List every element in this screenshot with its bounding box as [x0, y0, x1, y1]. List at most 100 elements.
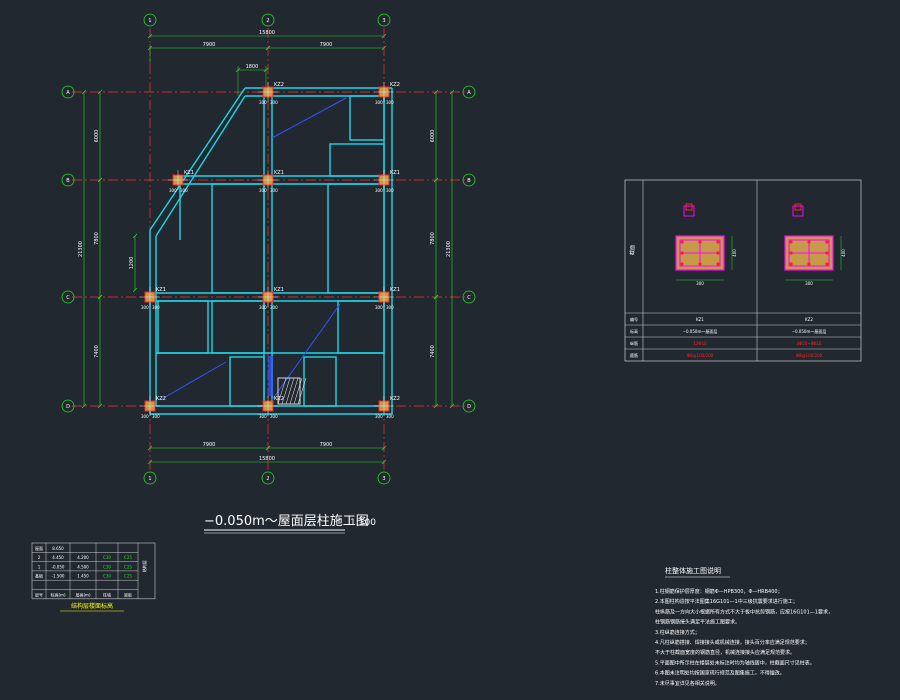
axis-bubble-circle [462, 173, 476, 187]
stair-hatch-line [297, 377, 307, 405]
axis-bubble-right-B: B [462, 173, 476, 187]
dim-top-span-1-tick [147, 45, 153, 51]
axis-bubble-circle [61, 399, 75, 413]
dim-small-left: 1200 [129, 233, 138, 293]
plan-title-block: −0.050m～屋面层柱施工图 1:100 [204, 514, 376, 534]
dim-bottom-total-tick [381, 459, 387, 465]
column-dim: 300 [259, 305, 267, 310]
dim-right-span-2-text: 7800 [430, 232, 436, 245]
dim-top-span-2-text: 7900 [320, 42, 333, 48]
column-dim: 300 [152, 305, 160, 310]
axis-bubble-label: C [467, 295, 471, 301]
dim-top-span-1-text: 7900 [203, 42, 216, 48]
axis-bubble-label: C [66, 295, 70, 301]
slab-panel-6 [327, 183, 385, 294]
plan-title: −0.050m～屋面层柱施工图 [204, 514, 369, 529]
axis-bubble-circle [462, 85, 476, 99]
stair-hatch-line [277, 377, 287, 405]
column-label: KZ1 [390, 287, 400, 293]
column-dim: 300 [375, 188, 383, 193]
dim-small-top: 1800 [235, 64, 269, 73]
rebar-dot [789, 251, 793, 255]
floor-table-cell: C30 [103, 555, 111, 560]
dim-top-total-tick [147, 33, 153, 39]
dim-bottom-span-2-tick [381, 445, 387, 451]
floor-table-cell: 基础 [35, 573, 43, 579]
floor-table-cell: 4.450 [52, 555, 64, 560]
axis-bubble-bottom-2: 2 [261, 471, 275, 485]
axis-bubble-left-D: D [61, 399, 75, 413]
axis-bubble-label: 1 [148, 18, 151, 24]
column-label: KZ1 [390, 170, 400, 176]
dim-small-left-text: 1200 [129, 257, 135, 270]
column-dim: 300 [180, 188, 188, 193]
notes-line: 3.柱纵筋连接方式； [655, 629, 700, 636]
section-dim-width: 300 [805, 281, 813, 286]
floor-table-cell: 2 [38, 555, 41, 560]
dim-top-total-tick [381, 33, 387, 39]
column-dim: 300 [259, 188, 267, 193]
slab-panel-5 [211, 300, 265, 354]
column-label: KZ2 [274, 396, 284, 402]
axis-bubble-right-D: D [462, 399, 476, 413]
table-col-mainbar: 4Φ20+8Φ16 [797, 341, 822, 346]
notes-line: 4.凡柱纵筋搭接、焊接接头或机械连接，接头百分率应满足规范要求； [655, 639, 810, 646]
axis-bubble-label: A [66, 90, 70, 96]
column-label: KZ2 [390, 396, 400, 402]
floor-table-cell: C25 [124, 555, 132, 560]
table-row-header: 标高 [630, 328, 638, 334]
column-label: KZ1 [274, 287, 284, 293]
beam-diagonal-outer [149, 87, 246, 231]
axis-bubble-label: A [467, 90, 471, 96]
rebar-dot [789, 240, 793, 244]
axis-bubble-label: 2 [266, 18, 269, 24]
table-col-elev: −0.050m～屋面层 [683, 328, 718, 334]
axis-bubble-circle [61, 290, 75, 304]
axis-bubble-circle [61, 85, 75, 99]
notes-line: 2.本图柱构造按平法图集16G101—1中三级抗震要求进行施工； [655, 598, 798, 605]
section-detail-icon [794, 203, 802, 211]
dim-right-total-tick [449, 89, 455, 95]
column-dim: 300 [375, 305, 383, 310]
column-dim: 300 [270, 188, 278, 193]
dim-right-total-text: 21300 [446, 241, 452, 257]
dim-right-span-3-tick [433, 403, 439, 409]
notes-line: 不大于柱截面宽度的钢筋直径，机械连接接头应满足规范要求。 [655, 649, 795, 656]
rebar-dot [716, 240, 720, 244]
dim-right-span-2-tick [433, 177, 439, 183]
beam-diagonal-inner [155, 95, 246, 237]
column-dim: 300 [141, 414, 149, 419]
axis-bubble-circle [462, 399, 476, 413]
dim-left-total: 21300 [78, 89, 87, 409]
notes-line: 1.柱钢筋保护层厚度：钢筋Φ—HPB300，Φ—HRB400； [655, 588, 783, 595]
beam-layout [149, 87, 393, 415]
floor-table-cell: 4.500 [77, 564, 89, 569]
column-dim: 300 [169, 188, 177, 193]
dim-small-left-tick [132, 287, 138, 293]
stair-hatch-line [293, 377, 303, 405]
dim-top-total: 15800 [147, 30, 387, 39]
column-label: KZ1 [274, 170, 284, 176]
rebar-dot [716, 262, 720, 266]
dim-small-top-text: 1800 [246, 64, 259, 70]
dim-left-span-2: 7800 [94, 177, 103, 300]
stair-marker [268, 356, 273, 396]
column-schedule-table: 截面编号标高纵筋箍筋300400KZ1−0.050m～屋面层12Φ16Φ8@10… [624, 179, 862, 362]
slab-panel-3 [211, 183, 265, 294]
dim-top-span-2-tick [381, 45, 387, 51]
stair-outline [277, 377, 301, 405]
axis-bubble-left-C: C [61, 290, 75, 304]
section-detail-icon [685, 203, 693, 211]
floor-table-cell: C30 [103, 564, 111, 569]
axis-bubble-circle [61, 173, 75, 187]
dim-left-span-1-tick [97, 89, 103, 95]
